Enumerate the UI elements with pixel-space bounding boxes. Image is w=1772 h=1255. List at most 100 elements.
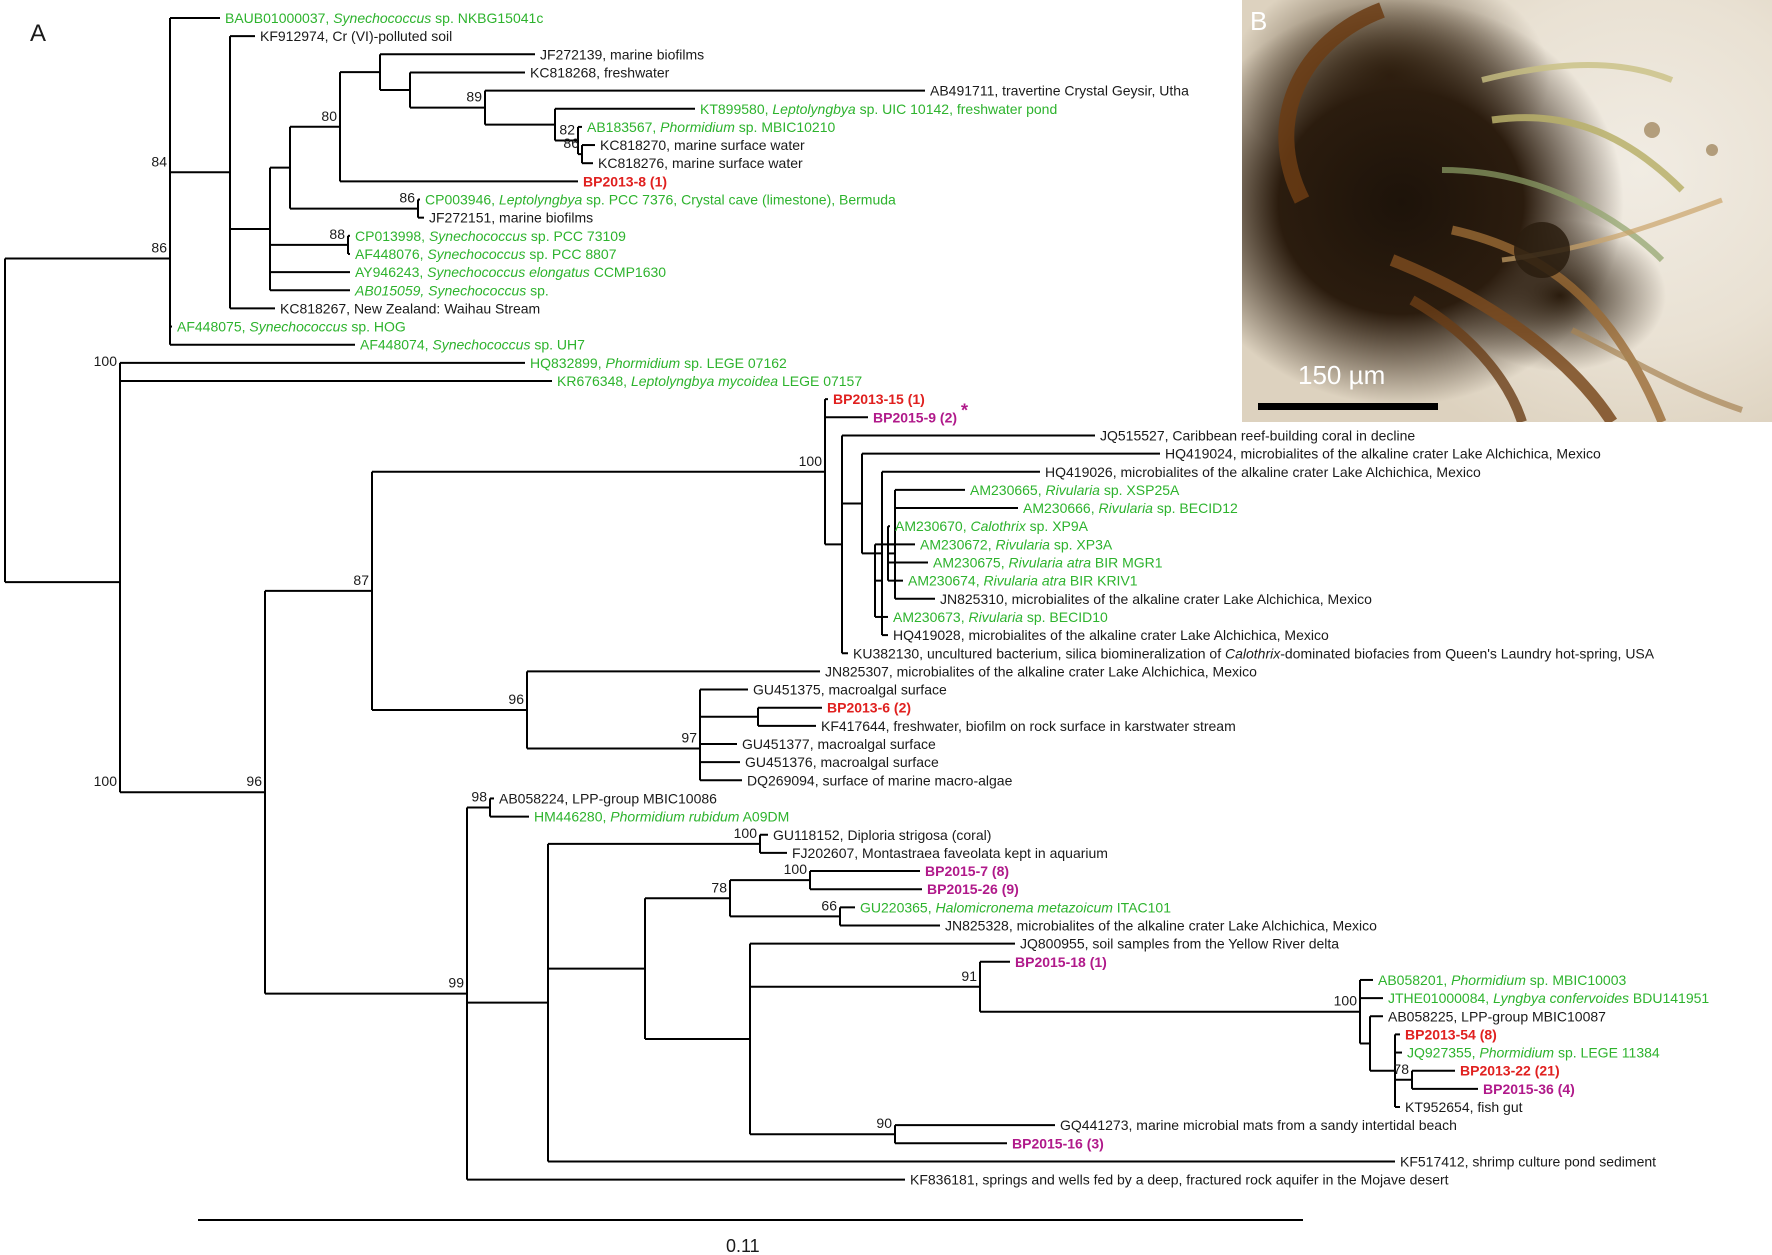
bootstrap-value: 96 [246,773,262,789]
leaf-label: BP2015-7 (8) [925,863,1009,879]
leaf-label: AB491711, travertine Crystal Geysir, Uth… [930,83,1189,99]
bootstrap-value: 90 [876,1115,892,1131]
micrograph-filaments [1278,2,1743,422]
leaf-label: CP013998, Synechococcus sp. PCC 73109 [355,228,626,244]
leaf-label: KF417644, freshwater, biofilm on rock su… [821,718,1236,734]
leaf-label: AM230672, Rivularia sp. XP3A [920,536,1113,552]
leaf-label: BP2015-9 (2)* [873,400,968,425]
leaf-label: AF448074, Synechococcus sp. UH7 [360,337,585,353]
leaf-label: AF448075, Synechococcus sp. HOG [177,319,406,335]
leaf-label: HQ832899, Phormidium sp. LEGE 07162 [530,355,787,371]
leaf-label: JN825328, microbialites of the alkaline … [945,918,1377,934]
leaf-label: BP2015-26 (9) [927,881,1019,897]
bootstrap-value: 66 [821,897,837,913]
bootstrap-value: 100 [1334,993,1358,1009]
leaf-label: GU118152, Diploria strigosa (coral) [773,827,991,843]
tree-branches [4,17,1478,1181]
leaf-label: AB183567, Phormidium sp. MBIC10210 [587,119,835,135]
leaf-label: HM446280, Phormidium rubidum A09DM [534,809,789,825]
leaf-label: BP2013-6 (2) [827,700,911,716]
micrograph-image [1242,0,1772,422]
bootstrap-value: 100 [94,773,118,789]
bootstrap-value: 86 [563,135,579,151]
leaf-label: BP2015-36 (4) [1483,1081,1575,1097]
panel-b-label: B [1250,6,1268,36]
leaf-label: JN825310, microbialites of the alkaline … [940,591,1372,607]
bootstrap-value: 96 [508,691,524,707]
leaf-label: JQ800955, soil samples from the Yellow R… [1020,936,1339,952]
leaf-label: KT899580, Leptolyngbya sp. UIC 10142, fr… [700,101,1057,117]
leaf-label: BP2013-54 (8) [1405,1026,1497,1042]
tree-scale-bar: 0.11 [198,1219,1303,1255]
bootstrap-value: 86 [151,239,167,255]
leaf-label: BP2015-16 (3) [1012,1135,1104,1151]
leaf-label: AM230673, Rivularia sp. BECID10 [893,609,1108,625]
bootstrap-value: 88 [329,226,345,242]
bootstrap-value: 87 [353,572,369,588]
bootstrap-value: 84 [151,153,167,169]
leaf-label: GQ441273, marine microbial mats from a s… [1060,1117,1457,1133]
leaf-label: BAUB01000037, Synechococcus sp. NKBG1504… [225,10,543,26]
scale-bar [1258,403,1438,410]
leaf-label: GU451376, macroalgal surface [745,754,939,770]
leaf-label: AB015059, Synechococcus sp. [354,282,549,298]
bootstrap-value: 91 [961,968,977,984]
leaf-label: KF912974, Cr (VI)-polluted soil [260,28,452,44]
leaf-label: DQ269094, surface of marine macro-algae [747,772,1013,788]
leaf-label: KC818276, marine surface water [598,155,803,171]
leaf-label: BP2015-18 (1) [1015,954,1107,970]
bootstrap-value: 78 [1393,1061,1409,1077]
leaf-label: HQ419028, microbialites of the alkaline … [893,627,1329,643]
leaf-label: AB058225, LPP-group MBIC10087 [1388,1008,1606,1024]
leaf-label: AM230670, Calothrix sp. XP9A [895,518,1089,534]
leaf-label: AF448076, Synechococcus sp. PCC 8807 [355,246,617,262]
leaf-label: AB058201, Phormidium sp. MBIC10003 [1378,972,1626,988]
leaf-label: HQ419026, microbialites of the alkaline … [1045,464,1481,480]
leaf-label: KF836181, springs and wells fed by a dee… [910,1172,1449,1188]
bootstrap-value: 82 [559,122,575,138]
bootstrap-value: 100 [799,453,823,469]
leaf-label: AM230674, Rivularia atra BIR KRIV1 [908,573,1138,589]
bootstrap-value: 78 [711,879,727,895]
bootstrap-labels: 8682898086888486100100979687981001006678… [94,89,1410,1132]
scale-bar-label: 150 µm [1298,360,1386,390]
leaf-label: JQ927355, Phormidium sp. LEGE 11384 [1407,1045,1660,1061]
leaf-label: HQ419024, microbialites of the alkaline … [1165,446,1601,462]
tree-scale-label: 0.11 [726,1236,760,1255]
leaf-label: KC818268, freshwater [530,64,670,80]
leaf-label: AM230675, Rivularia atra BIR MGR1 [933,555,1163,571]
leaf-label: GU451377, macroalgal surface [742,736,936,752]
bootstrap-value: 80 [321,108,337,124]
leaf-label: AY946243, Synechococcus elongatus CCMP16… [355,264,666,280]
leaf-label: GU220365, Halomicronema metazoicum ITAC1… [860,899,1171,915]
leaf-label: KU382130, uncultured bacterium, silica b… [853,645,1655,661]
bootstrap-value: 99 [448,975,464,991]
leaf-label: GU451375, macroalgal surface [753,682,947,698]
leaf-label: AM230665, Rivularia sp. XSP25A [970,482,1180,498]
leaf-label: BP2013-22 (21) [1460,1063,1560,1079]
leaf-label: BP2013-8 (1) [583,173,667,189]
leaf-label: KR676348, Leptolyngbya mycoidea LEGE 071… [557,373,862,389]
leaf-label: AB058224, LPP-group MBIC10086 [499,790,717,806]
bootstrap-value: 98 [471,789,487,805]
bootstrap-value: 100 [94,353,118,369]
leaf-label: FJ202607, Montastraea faveolata kept in … [792,845,1108,861]
bootstrap-value: 97 [681,730,697,746]
panel-a-label: A [30,20,47,47]
leaf-label: JQ515527, Caribbean reef-building coral … [1100,427,1415,443]
leaf-label: KC818270, marine surface water [600,137,805,153]
leaf-label: BP2013-15 (1) [833,391,925,407]
micrograph-panel: B 150 µm [1242,0,1772,422]
leaf-label: KT952654, fish gut [1405,1099,1523,1115]
leaf-label: KF517412, shrimp culture pond sediment [1400,1153,1656,1169]
bootstrap-value: 86 [399,190,415,206]
leaf-labels: BAUB01000037, Synechococcus sp. NKBG1504… [177,10,1709,1188]
bootstrap-value: 100 [734,825,758,841]
leaf-label: JF272151, marine biofilms [429,210,593,226]
leaf-label: JTHE01000084, Lyngbya confervoides BDU14… [1388,990,1709,1006]
leaf-label: AM230666, Rivularia sp. BECID12 [1023,500,1238,516]
bootstrap-value: 100 [784,861,808,877]
leaf-label: CP003946, Leptolyngbya sp. PCC 7376, Cry… [425,192,896,208]
